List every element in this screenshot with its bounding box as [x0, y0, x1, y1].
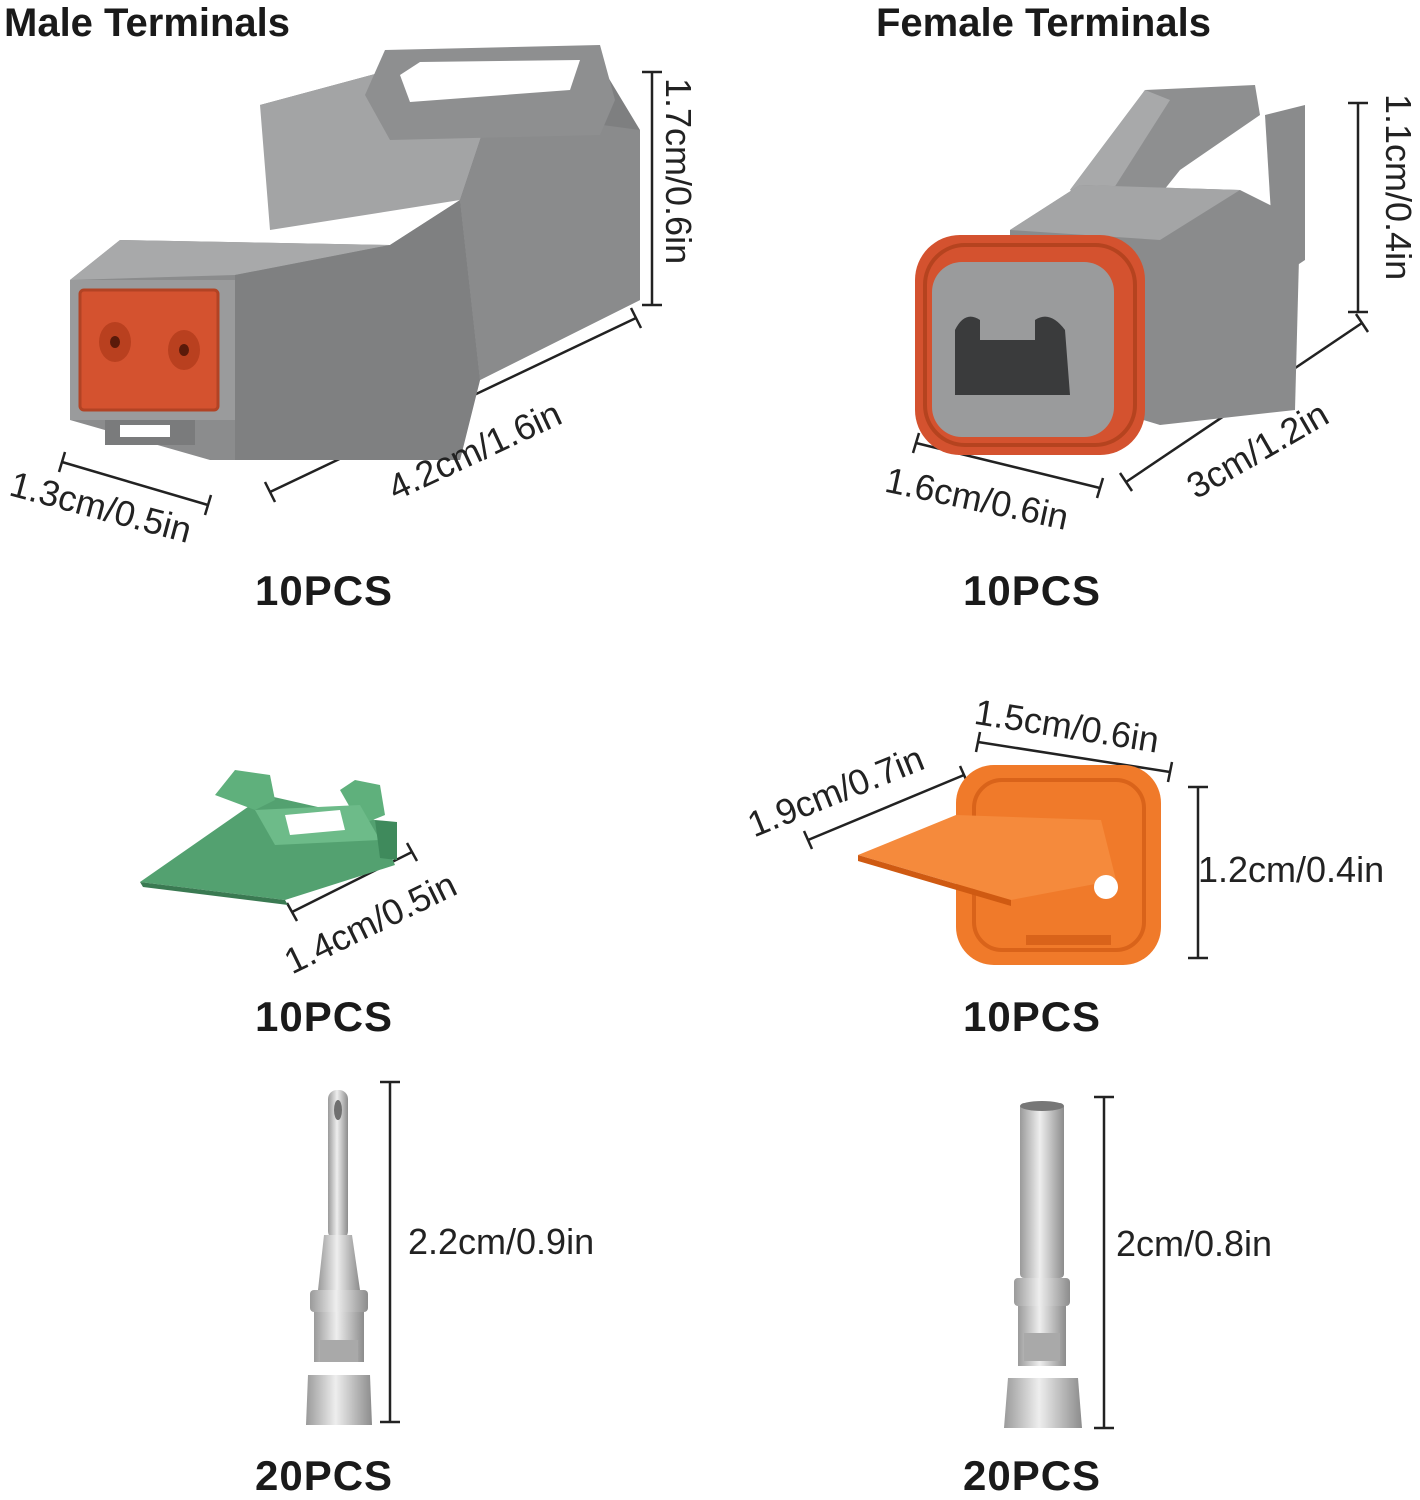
male-housing-qty: 10PCS	[255, 567, 394, 614]
orange-wedge-lock	[858, 765, 1161, 965]
male-terminals-heading: Male Terminals	[4, 1, 291, 45]
male-housing-height-label: 1.7cm/0.6in	[658, 78, 699, 265]
female-housing-qty: 10PCS	[963, 567, 1102, 614]
female-socket-terminal	[1004, 1101, 1082, 1428]
orange-wedge-qty: 10PCS	[963, 993, 1102, 1040]
female-socket-qty: 20PCS	[963, 1452, 1102, 1499]
female-socket-length-label: 2cm/0.8in	[1116, 1223, 1273, 1264]
female-housing-height-label: 1.1cm/0.4in	[1378, 94, 1419, 281]
male-housing-connector	[70, 45, 640, 460]
male-pin-terminal	[306, 1090, 372, 1425]
female-housing-connector	[915, 85, 1305, 455]
male-pin-length-label: 2.2cm/0.9in	[408, 1221, 595, 1262]
male-pin-qty: 20PCS	[255, 1452, 394, 1499]
female-terminals-heading: Female Terminals	[876, 1, 1211, 45]
green-wedge-qty: 10PCS	[255, 993, 394, 1040]
orange-wedge-height-label: 1.2cm/0.4in	[1198, 849, 1385, 890]
green-wedge-lock	[140, 770, 397, 905]
